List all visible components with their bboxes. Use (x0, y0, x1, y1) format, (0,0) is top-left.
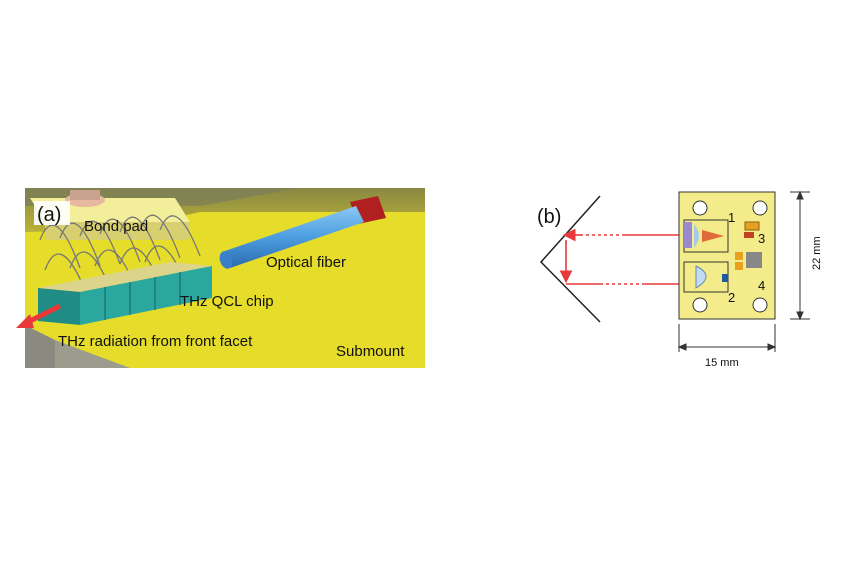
height-dimension (790, 190, 810, 321)
marker-1: 1 (728, 210, 735, 225)
height-dim-label: 22 mm (811, 236, 823, 270)
marker-4: 4 (758, 278, 765, 293)
marker-2: 2 (728, 290, 735, 305)
radiation-label: THz radiation from front facet (58, 333, 253, 350)
submount-label: Submount (336, 343, 405, 360)
panel-b: (b) (537, 190, 823, 369)
marker-3: 3 (758, 231, 765, 246)
module-board (678, 191, 776, 320)
panel-a: (a) Bond pad Optical fiber THz QCL chip … (16, 188, 425, 368)
optical-fiber (219, 196, 386, 269)
bond-pad-label: Bond pad (84, 218, 148, 235)
width-dimension (677, 324, 777, 352)
qcl-chip-label: THz QCL chip (180, 293, 274, 310)
v-mirror (539, 195, 601, 323)
panel-b-label: (b) (537, 206, 561, 228)
panel-a-label: (a) (37, 204, 61, 226)
thz-radiation-arrow (16, 303, 62, 328)
optical-fiber-label: Optical fiber (266, 254, 346, 271)
width-dim-label: 15 mm (705, 357, 739, 369)
